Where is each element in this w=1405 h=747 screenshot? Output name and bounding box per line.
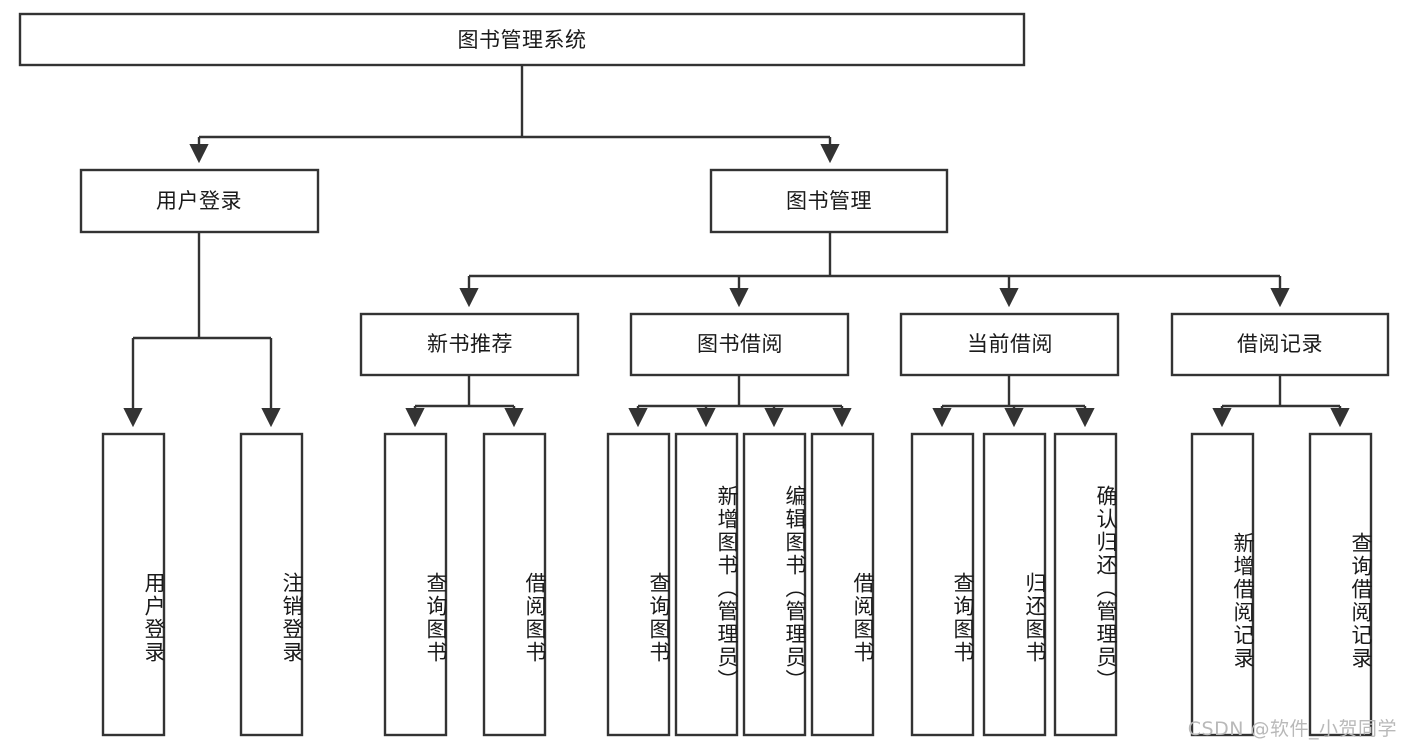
node-current-borrow-label: 当前借阅 [967, 332, 1053, 356]
connector-newbook-to-leaves [405, 375, 524, 428]
node-borrow-record[interactable]: 借阅记录 [1170, 312, 1390, 377]
node-leaf-user-login[interactable] [101, 432, 166, 737]
node-user-login[interactable]: 用户登录 [79, 168, 320, 234]
connector-root-to-level2 [189, 65, 840, 164]
node-leaf-add-record[interactable] [1190, 432, 1255, 737]
connector-currentborrow-to-leaves [932, 375, 1095, 428]
node-leaf-return-book[interactable] [982, 432, 1047, 737]
node-leaf-confirm-return[interactable] [1053, 432, 1118, 737]
node-new-book-recommend-label: 新书推荐 [427, 332, 513, 356]
node-borrow-record-label: 借阅记录 [1237, 332, 1323, 356]
node-leaf-query-book-cb[interactable] [910, 432, 975, 737]
node-book-borrow-label: 图书借阅 [697, 332, 783, 356]
node-new-book-recommend[interactable]: 新书推荐 [359, 312, 580, 377]
node-user-login-label: 用户登录 [156, 189, 242, 213]
node-leaf-query-book-br[interactable] [606, 432, 671, 737]
csdn-watermark: CSDN @软件_小贺同学 [1187, 718, 1397, 740]
node-leaf-query-book-rec[interactable] [383, 432, 448, 737]
node-leaf-add-book[interactable] [674, 432, 739, 737]
node-book-manage[interactable]: 图书管理 [709, 168, 949, 234]
node-book-manage-label: 图书管理 [786, 189, 872, 213]
node-leaf-borrow-book-br[interactable] [810, 432, 875, 737]
node-current-borrow[interactable]: 当前借阅 [899, 312, 1120, 377]
connector-bookborrow-to-leaves [628, 375, 852, 428]
node-leaf-logout[interactable] [239, 432, 304, 737]
connector-bookmanage-to-level3 [459, 232, 1290, 308]
node-root[interactable]: 图书管理系统 [18, 12, 1026, 67]
connector-userlogin-to-leaves [123, 232, 281, 428]
node-book-borrow[interactable]: 图书借阅 [629, 312, 850, 377]
node-root-label: 图书管理系统 [458, 28, 587, 52]
leaf-boxes [101, 432, 1373, 737]
node-leaf-query-record[interactable] [1308, 432, 1373, 737]
connector-borrowrecord-to-leaves [1212, 375, 1350, 428]
node-leaf-borrow-book-rec[interactable] [482, 432, 547, 737]
node-leaf-edit-book[interactable] [742, 432, 807, 737]
